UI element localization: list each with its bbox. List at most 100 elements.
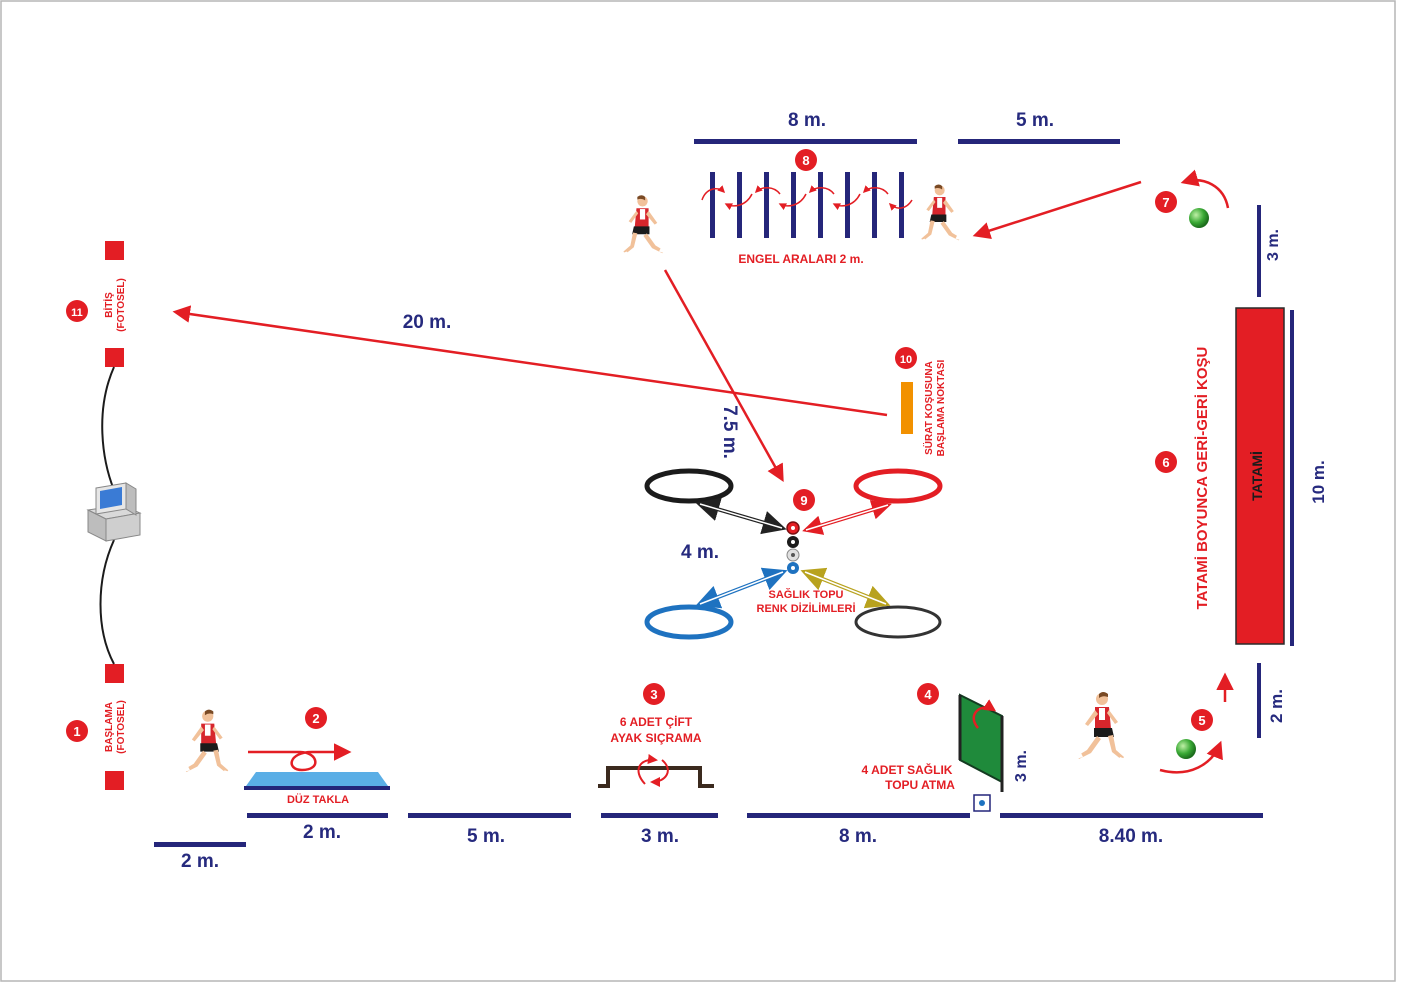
station1-label-line2: (FOTOSEL): [116, 700, 127, 754]
ball-station7-icon: [1189, 208, 1209, 228]
finish-dist-20m: 20 m.: [403, 312, 452, 333]
svg-text:10: 10: [900, 354, 912, 366]
start-gate-bottom: [105, 771, 124, 790]
badge-station-5: 5: [1191, 709, 1213, 731]
runner-station8-left-icon: [621, 195, 666, 256]
svg-text:6: 6: [1162, 455, 1169, 470]
station8-poles: [701, 172, 913, 238]
start-gate-top: [105, 664, 124, 683]
station2-mat: [244, 743, 390, 790]
bar-840m: [1000, 813, 1263, 818]
station3-label-line1: 6 ADET ÇİFT: [620, 714, 693, 729]
svg-text:5: 5: [1198, 713, 1205, 728]
bar-8m: [747, 813, 970, 818]
station2-label: DÜZ TAKLA: [287, 793, 349, 806]
finish-gate-top: [105, 241, 124, 260]
photocell-system: [86, 241, 142, 790]
bar-start-2m: [154, 842, 246, 847]
station9-label-line1: SAĞLIK TOPU: [769, 588, 844, 601]
bar-5m: [408, 813, 571, 818]
badge-station-2: 2: [305, 707, 327, 729]
ring-red: [853, 468, 943, 504]
bar-right-10m: [1290, 310, 1294, 646]
badge-station-8: 8: [795, 149, 817, 171]
tatami-mat-label: TATAMİ: [1249, 451, 1265, 501]
station4-label-line1: 4 ADET SAĞLIK: [862, 762, 953, 777]
dist-top-5m: 5 m.: [1016, 110, 1054, 131]
dist-right-10m: 10 m.: [1309, 460, 1328, 503]
cable-bottom: [99, 539, 115, 665]
computer-icon: [86, 482, 142, 542]
bar-takla-2m: [247, 813, 388, 818]
badge-station-6: 6: [1155, 451, 1177, 473]
cable-top: [101, 366, 115, 491]
ring-black: [644, 468, 734, 504]
station7-curve-arrow: [1180, 169, 1230, 209]
station4-dist-3m: 3 m.: [1013, 750, 1030, 782]
dist-3m: 3 m.: [641, 826, 679, 847]
dist-5m: 5 m.: [467, 826, 505, 847]
badge-station-7: 7: [1155, 191, 1177, 213]
dist-takla-2m: 2 m.: [303, 822, 341, 843]
station3-label-line2: AYAK SIÇRAMA: [610, 731, 701, 745]
svg-text:2: 2: [312, 711, 319, 726]
station4-label-line2: TOPU ATMA: [885, 778, 955, 792]
station10-label-line1: SÜRAT KOŞUSUNA: [922, 361, 935, 455]
station4-net: [958, 693, 1004, 812]
station3-hurdle: [598, 754, 714, 788]
station9-arrows: [695, 497, 892, 609]
svg-text:4: 4: [924, 687, 932, 702]
station5-curve-arrow: [1159, 740, 1223, 774]
badge-station-1: 1: [66, 720, 88, 742]
bar-top-8m: [694, 139, 917, 144]
svg-text:1: 1: [73, 724, 80, 739]
dist-right-3m: 3 m.: [1265, 229, 1282, 261]
station10-cone: [901, 382, 913, 434]
badge-station-9: 9: [793, 489, 815, 511]
badge-station-4: 4: [917, 683, 939, 705]
svg-text:3: 3: [650, 687, 657, 702]
ring-white: [854, 605, 942, 639]
svg-text:9: 9: [800, 493, 807, 508]
badge-station-11: 11: [66, 300, 88, 322]
finish-gate-bottom: [105, 348, 124, 367]
bar-3m: [601, 813, 718, 818]
svg-text:11: 11: [71, 307, 83, 319]
runner-start-icon: [182, 709, 231, 775]
bar-top-5m: [958, 139, 1120, 144]
ring-blue: [644, 604, 734, 640]
runner-station8-right-icon: [919, 184, 963, 243]
runner-station5-icon: [1075, 692, 1126, 762]
center-dist-4m: 4 m.: [681, 542, 719, 563]
bar-right-2m: [1257, 663, 1261, 738]
station11-label-line2: (FOTOSEL): [116, 278, 127, 332]
station8-to-9-arrow: [663, 269, 784, 483]
dist-right-2m: 2 m.: [1267, 689, 1286, 723]
center-dist-75m: 7.5 m.: [719, 405, 740, 459]
station10-label-line2: BAŞLAMA NOKTASI: [936, 359, 947, 456]
badge-station-3: 3: [643, 683, 665, 705]
station-badges: 1 2 3 4 5 6 7 8 9 10 11: [66, 149, 1213, 742]
station9-rings: [644, 468, 943, 640]
svg-text:8: 8: [802, 153, 809, 168]
dist-top-8m: 8 m.: [788, 110, 826, 131]
station6-label: TATAMİ BOYUNCA GERİ-GERİ KOŞU: [1194, 347, 1211, 610]
svg-text:7: 7: [1162, 195, 1169, 210]
dist-start-2m: 2 m.: [181, 851, 219, 872]
badge-station-10: 10: [895, 347, 917, 369]
bar-right-3m: [1257, 205, 1261, 297]
ball-station5-icon: [1176, 739, 1196, 759]
tatami-mat: [1235, 307, 1285, 645]
bottom-distance-bars: [154, 813, 1263, 847]
station9-balls: [786, 521, 800, 574]
dist-840m: 8.40 m.: [1099, 826, 1163, 847]
station8-label: ENGEL ARALARI 2 m.: [738, 252, 863, 266]
station1-label-line1: BAŞLAMA: [104, 702, 115, 752]
sprint-to-finish-arrow: [172, 305, 888, 417]
station7-to-8-arrow: [972, 180, 1142, 240]
station11-label-line1: BİTİŞ: [102, 292, 115, 318]
station9-label-line2: RENK DİZİLİMLERİ: [757, 602, 856, 615]
